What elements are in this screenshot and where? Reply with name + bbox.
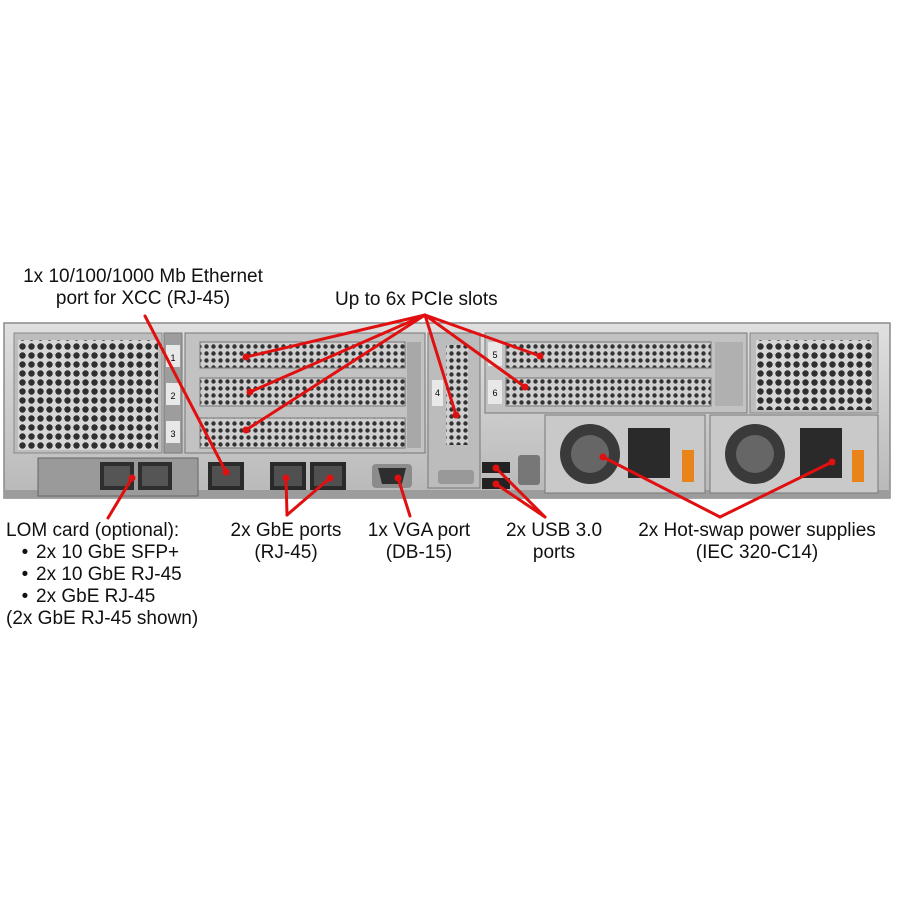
- left-vent: [13, 332, 163, 454]
- usb-ports-label: 2x USB 3.0 ports: [494, 520, 614, 564]
- xcc-label-line-1: 1x 10/100/1000 Mb Ethernet: [23, 266, 263, 287]
- pcie-riser-2: 5 6: [484, 332, 748, 414]
- lom-card-label: LOM card (optional): •2x 10 GbE SFP+ •2x…: [6, 520, 198, 630]
- slot-number-2: 2: [170, 391, 175, 401]
- slot-number-3: 3: [170, 429, 175, 439]
- xcc-ethernet-port: [208, 462, 244, 490]
- pcie-riser-1: [184, 332, 426, 454]
- pcie-slots-label: Up to 6x PCIe slots: [335, 289, 498, 310]
- psu-label-line-1: 2x Hot-swap power supplies: [638, 520, 876, 541]
- power-supply-1: [544, 414, 706, 494]
- usb-label-line-1: 2x USB 3.0: [505, 520, 603, 541]
- xcc-label-line-2: port for XCC (RJ-45): [55, 288, 231, 309]
- callout-arrows: [106, 313, 834, 520]
- lom-option: •2x GbE RJ-45: [6, 586, 198, 608]
- pcie-slot-1: [199, 341, 406, 369]
- slot-strip-left: 1 2 3: [163, 332, 183, 454]
- vga-port: [372, 464, 412, 488]
- pcie-slot-3: [199, 417, 406, 449]
- xcc-port-label: 1x 10/100/1000 Mb Ethernet port for XCC …: [8, 266, 278, 310]
- vga-label-line-2: (DB-15): [385, 542, 453, 563]
- right-vent: [749, 332, 879, 414]
- lom-title: LOM card (optional):: [6, 520, 180, 541]
- lom-options-list: •2x 10 GbE SFP+ •2x 10 GbE RJ-45 •2x GbE…: [6, 542, 198, 608]
- gbe-label-line-1: 2x GbE ports: [230, 520, 342, 541]
- bullet-icon: •: [21, 542, 29, 563]
- slot-number-1: 1: [170, 353, 175, 363]
- psu-label-line-2: (IEC 320-C14): [695, 542, 819, 563]
- slot-number-5: 5: [492, 350, 497, 360]
- vga-label-line-1: 1x VGA port: [367, 520, 471, 541]
- slot-number-4: 4: [435, 388, 440, 398]
- power-supplies-label: 2x Hot-swap power supplies (IEC 320-C14): [622, 520, 892, 564]
- gbe-ports-label: 2x GbE ports (RJ-45): [216, 520, 356, 564]
- usb-label-line-2: ports: [532, 542, 576, 563]
- pcie-slot-6: [505, 377, 712, 407]
- arrow-heads: [128, 352, 836, 488]
- vga-port-label: 1x VGA port (DB-15): [358, 520, 480, 564]
- bullet-icon: •: [21, 586, 29, 607]
- lom-option: •2x 10 GbE SFP+: [6, 542, 198, 564]
- pcie-slot-4: [446, 345, 468, 445]
- slot-number-6: 6: [492, 388, 497, 398]
- bullet-icon: •: [21, 564, 29, 585]
- gbe-label-line-2: (RJ-45): [254, 542, 318, 563]
- lom-card: [37, 457, 199, 497]
- lom-option: •2x 10 GbE RJ-45: [6, 564, 198, 586]
- lom-note: (2x GbE RJ-45 shown): [6, 608, 199, 629]
